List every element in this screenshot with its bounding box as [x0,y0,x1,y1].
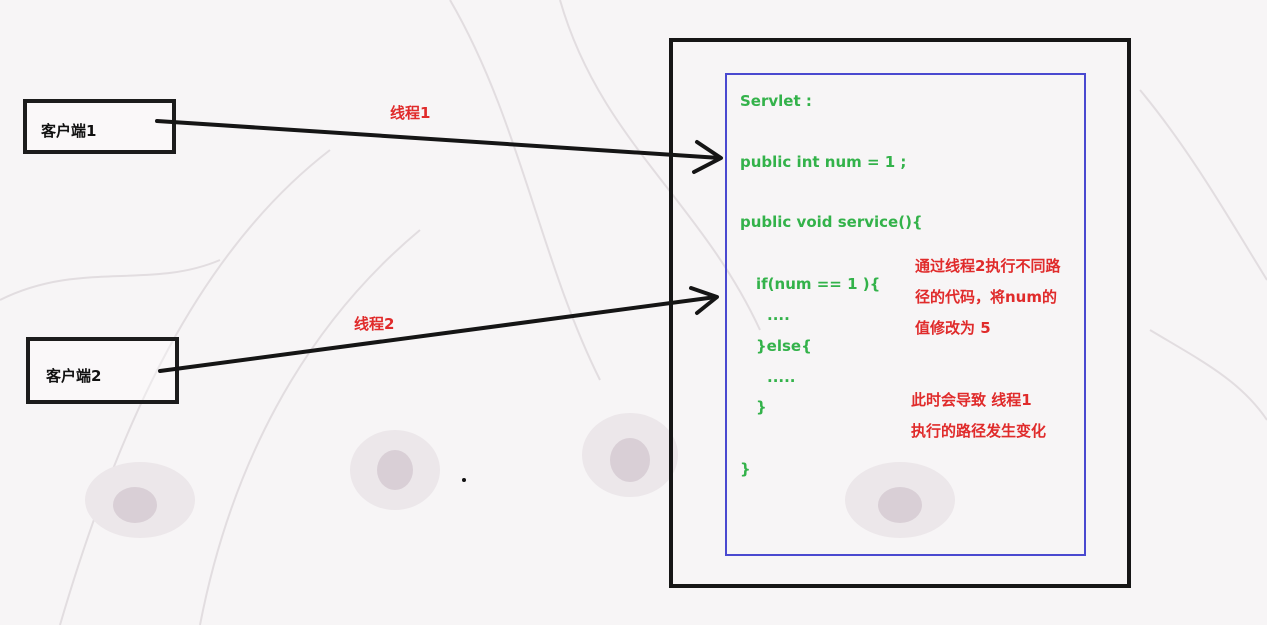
note-2-line-2: 执行的路径发生变化 [911,422,1047,440]
code-line-if: if(num == 1 ){ [756,275,881,293]
code-line-servlet: Servlet : [740,92,812,110]
code-line-field: public int num = 1 ; [740,153,907,171]
note-1-line-3: 值修改为 5 [915,319,991,337]
code-line-method: public void service(){ [740,213,923,231]
thread-2-arrow [158,295,718,373]
note-1-line-2: 径的代码，将num的 [915,288,1057,306]
server-box [669,38,1131,588]
client-2-box: 客户端2 [26,337,179,404]
servlet-box [725,73,1086,556]
code-line-close-method: } [740,460,751,478]
client-1-label: 客户端1 [41,122,97,140]
code-line-close-if: } [756,398,767,416]
thread-2-label: 线程2 [354,315,395,333]
stray-dot [462,478,466,482]
note-1-line-1: 通过线程2执行不同路 [915,257,1061,275]
client-1-box: 客户端1 [23,99,176,154]
client-2-label: 客户端2 [46,367,102,385]
code-line-else: }else{ [756,337,812,355]
code-line-if-body: .... [767,306,790,324]
thread-2-arrowhead [689,286,719,315]
thread-1-label: 线程1 [390,104,431,122]
thread-1-arrow [155,119,722,160]
note-2-line-1: 此时会导致 线程1 [911,391,1032,409]
code-line-else-body: ..... [767,368,796,386]
thread-1-arrowhead [692,140,723,174]
